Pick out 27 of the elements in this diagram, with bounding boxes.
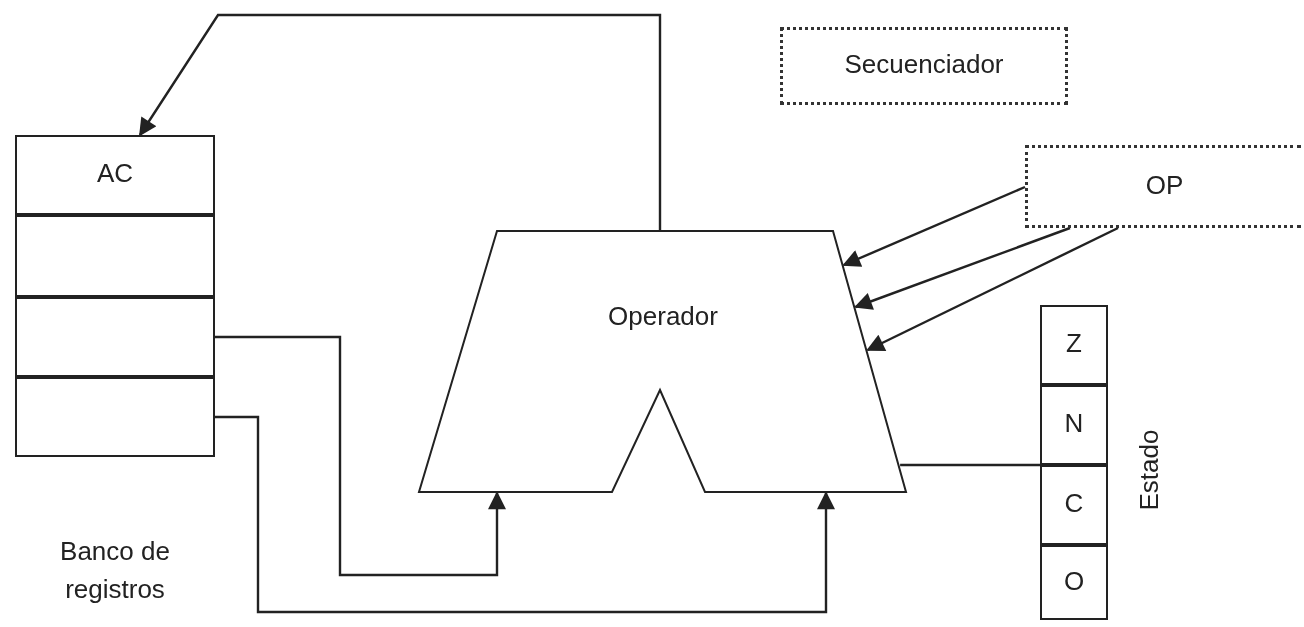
bank-label: Banco de registros [59,535,171,606]
register-cell [15,377,215,457]
register-label: Z [1065,329,1083,360]
register-label: AC [95,159,135,190]
arrow [215,415,835,614]
register-cell [1040,545,1108,620]
register-cell [1040,305,1108,385]
register-label: O [1062,566,1086,597]
register-label: N [1063,409,1085,440]
arrow [139,13,662,230]
arrow [215,335,506,577]
status-label: Estado [1135,429,1165,511]
register-cell [15,215,215,297]
opcode-box [1025,145,1301,228]
arrow [854,226,1071,310]
register-label: C [1063,489,1085,520]
block-label: Operador [607,302,719,332]
register-cell [1040,385,1108,465]
block-label: Secuenciador [843,50,1005,81]
register-cell [1040,465,1108,545]
register-cell [15,135,215,215]
arrow [866,226,1119,352]
arrow [842,185,1026,267]
register-cell [15,297,215,377]
block-label: OP [1144,170,1185,201]
connector-line [900,463,1040,467]
sequencer-box [780,27,1068,105]
